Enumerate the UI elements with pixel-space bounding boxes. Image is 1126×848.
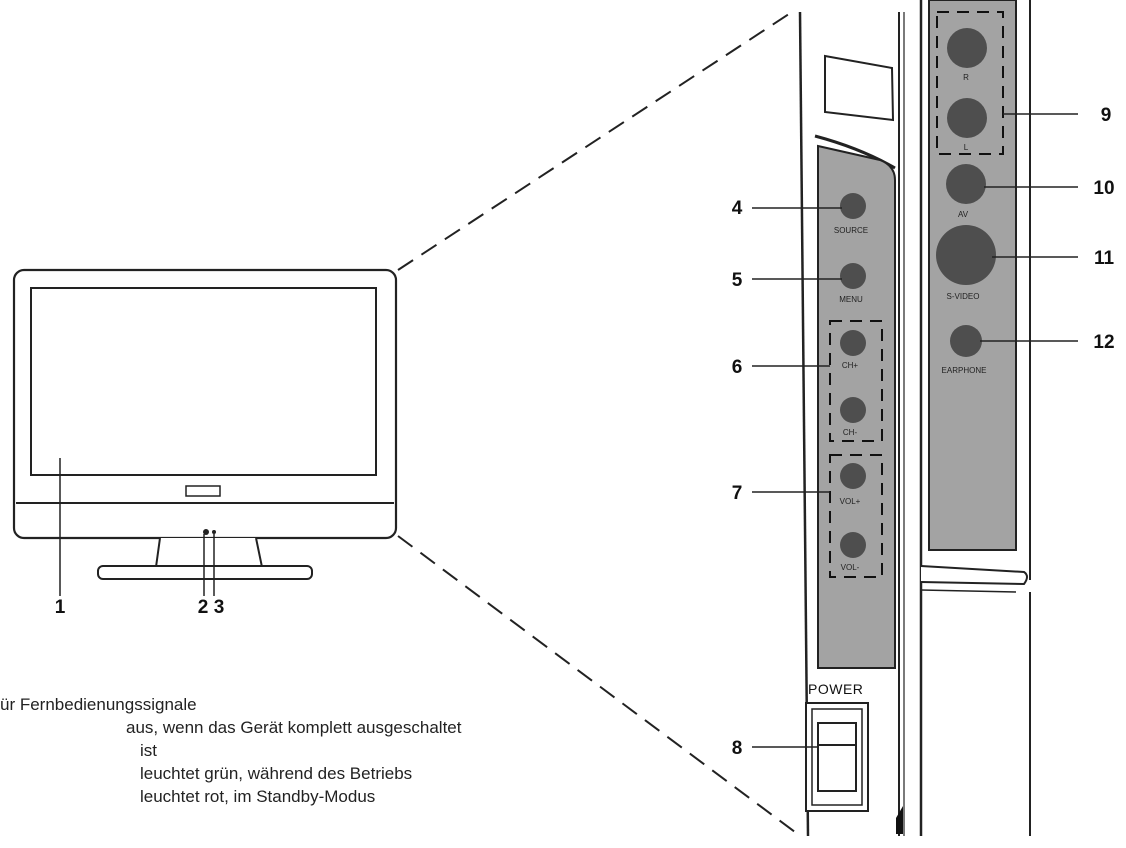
audio-l-label: L [964,143,969,152]
vol-minus-button[interactable] [840,532,866,558]
channel-buttons-group [829,320,883,442]
remote-sensor [203,529,209,535]
vol-plus-button[interactable] [840,463,866,489]
tv-screen [30,287,377,476]
callout-1: 1 [55,597,66,618]
legend-line-2: aus, wenn das Gerät komplett ausgeschalt… [126,718,462,737]
legend-line-5: leuchtet rot, im Standby-Modus [140,787,376,806]
audio-l-jack[interactable] [947,98,987,138]
callout-2: 2 [198,597,209,618]
vol-plus-label: VOL+ [840,497,861,506]
jack-panel-bevel-line [920,589,1017,593]
menu-label: MENU [839,295,863,304]
callout-3: 3 [214,597,225,618]
tv-logo-badge [185,485,221,497]
panel-corner-mark [896,806,903,834]
power-switch[interactable] [817,722,857,792]
source-button[interactable] [840,193,866,219]
audio-r-label: R [963,73,969,82]
zoom-line-top [397,11,793,271]
tv-front-view: 1 2 3 [12,268,398,618]
callout-9: 9 [1101,105,1112,126]
ch-minus-button[interactable] [840,397,866,423]
legend-line-4: leuchtet grün, während des Betriebs [140,764,413,783]
av-jack[interactable] [946,164,986,204]
side-panel: SOURCE MENU CH+ CH- VOL+ VOL- POWER [798,11,905,837]
callout-12: 12 [1093,332,1114,353]
legend-line-3: ist [140,741,157,760]
legend-line-1: ür Fernbedienungssignale [0,695,197,714]
power-label: POWER [808,681,863,697]
ch-plus-button[interactable] [840,330,866,356]
jack-panel: R L AV S-VIDEO EARPHONE [919,0,1031,836]
legend: ür Fernbedienungssignale aus, wenn das G… [0,694,560,844]
audio-r-jack[interactable] [947,28,987,68]
callout-8: 8 [732,738,743,759]
svideo-label: S-VIDEO [947,292,980,301]
callout-7: 7 [732,483,743,504]
svideo-jack[interactable] [936,225,996,285]
source-label: SOURCE [834,226,868,235]
vol-minus-label: VOL- [841,563,860,572]
callout-11: 11 [1094,248,1115,269]
callout-6: 6 [732,357,743,378]
tv-stand-base [97,565,313,580]
ch-plus-label: CH+ [842,361,859,370]
callout-10: 10 [1093,178,1114,199]
stand-bracket [824,54,895,122]
menu-button[interactable] [840,263,866,289]
earphone-jack[interactable] [950,325,982,357]
side-edge-outer [798,11,810,837]
power-indicator [212,530,216,534]
callout-5: 5 [732,270,743,291]
volume-buttons-group [829,454,883,578]
ch-minus-label: CH- [843,428,858,437]
jack-panel-bevel [920,565,1028,586]
av-label: AV [958,210,969,219]
tv-stand-neck [154,537,264,568]
callout-4: 4 [732,198,743,219]
earphone-label: EARPHONE [942,366,987,375]
audio-in-group [936,11,1004,155]
